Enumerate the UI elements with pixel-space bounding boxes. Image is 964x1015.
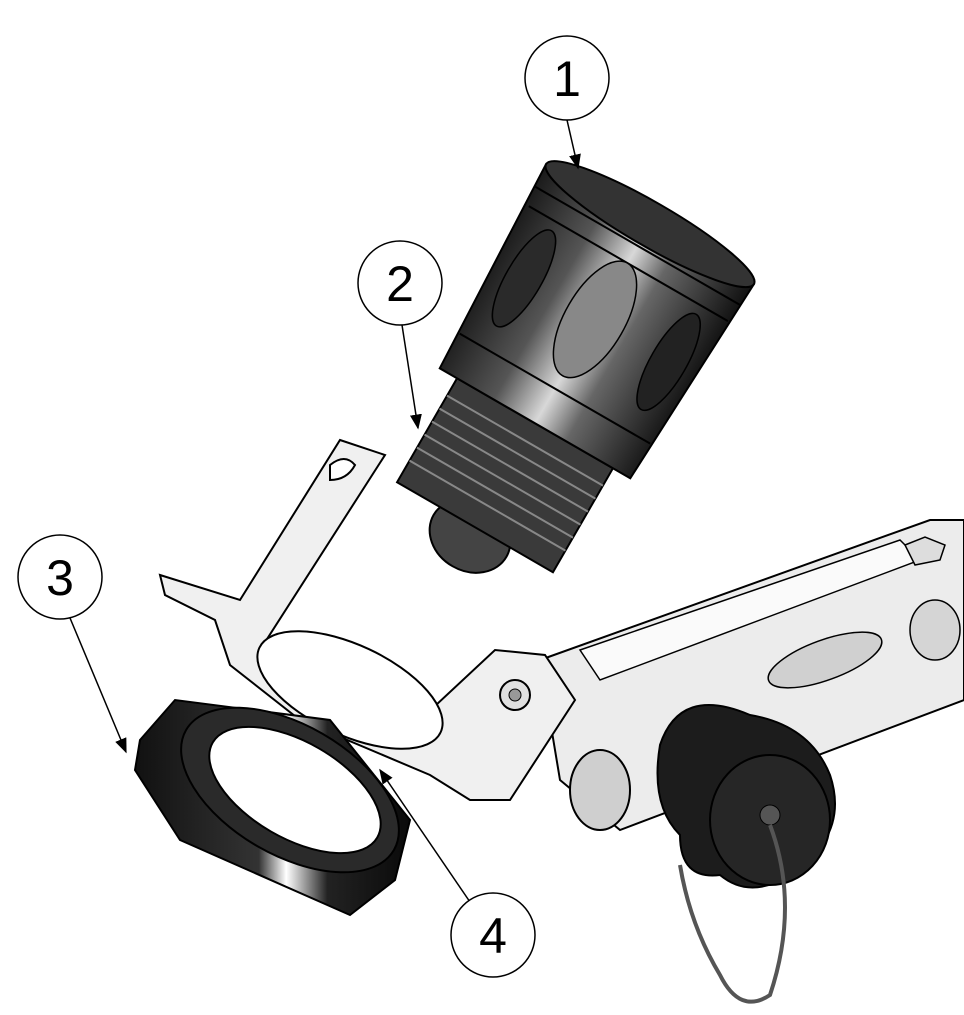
callout-label: 2 bbox=[386, 256, 414, 312]
lamp-top bbox=[544, 160, 756, 289]
lamp-assembly bbox=[395, 160, 756, 574]
callout-3: 3 bbox=[17, 534, 127, 754]
callout-2: 2 bbox=[357, 240, 443, 430]
callout-1: 1 bbox=[524, 35, 610, 170]
callout-4: 4 bbox=[379, 768, 536, 978]
callout-label: 3 bbox=[46, 550, 74, 606]
callout-label: 1 bbox=[553, 51, 581, 107]
hex-nut bbox=[133, 698, 412, 917]
support-arm bbox=[538, 519, 964, 832]
clamp-knob bbox=[656, 704, 836, 1004]
callout-label: 4 bbox=[479, 908, 507, 964]
